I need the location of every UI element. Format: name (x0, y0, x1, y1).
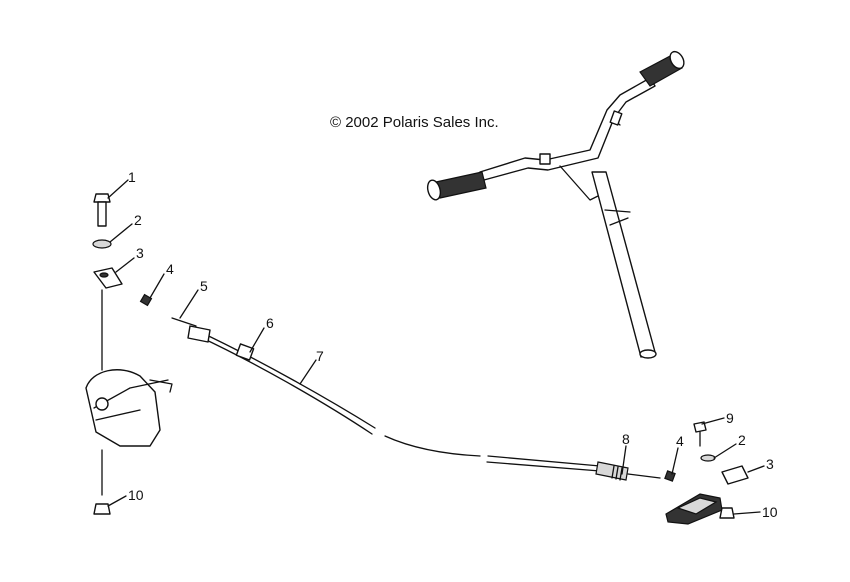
callout-7: 7 (316, 348, 324, 364)
callout-8: 8 (622, 431, 630, 447)
callout-5: 5 (200, 278, 208, 294)
throttle-housing (85, 369, 161, 447)
cable-nut (235, 343, 255, 361)
callout-9: 9 (726, 410, 734, 426)
callout-4-right: 4 (676, 433, 684, 449)
callout-2-right: 2 (738, 432, 746, 448)
callout-6: 6 (266, 315, 274, 331)
callout-4-left: 4 (166, 261, 174, 277)
throttle-cable (171, 317, 661, 481)
callout-10-left: 10 (128, 487, 144, 503)
callout-3-left: 3 (136, 245, 144, 261)
callout-3-right: 3 (766, 456, 774, 472)
callout-leaders (107, 179, 765, 515)
bolt-head (93, 193, 111, 203)
handlebar-assembly (426, 50, 685, 359)
right-hardware (664, 421, 749, 525)
callout-labels: 1 2 3 4 5 6 7 8 4 9 2 3 10 10 (128, 169, 778, 520)
callout-2-left: 2 (134, 212, 142, 228)
cable-ferrule (187, 325, 211, 343)
nut-left (139, 293, 153, 307)
cable-adjuster (595, 461, 629, 481)
callout-10-right: 10 (762, 504, 778, 520)
bolt-shank (97, 201, 107, 227)
copyright-notice: © 2002 Polaris Sales Inc. (330, 114, 499, 131)
left-hardware-stack (85, 193, 173, 515)
nut-bottom-left (93, 503, 111, 515)
callout-1: 1 (128, 169, 136, 185)
washer (92, 239, 112, 249)
